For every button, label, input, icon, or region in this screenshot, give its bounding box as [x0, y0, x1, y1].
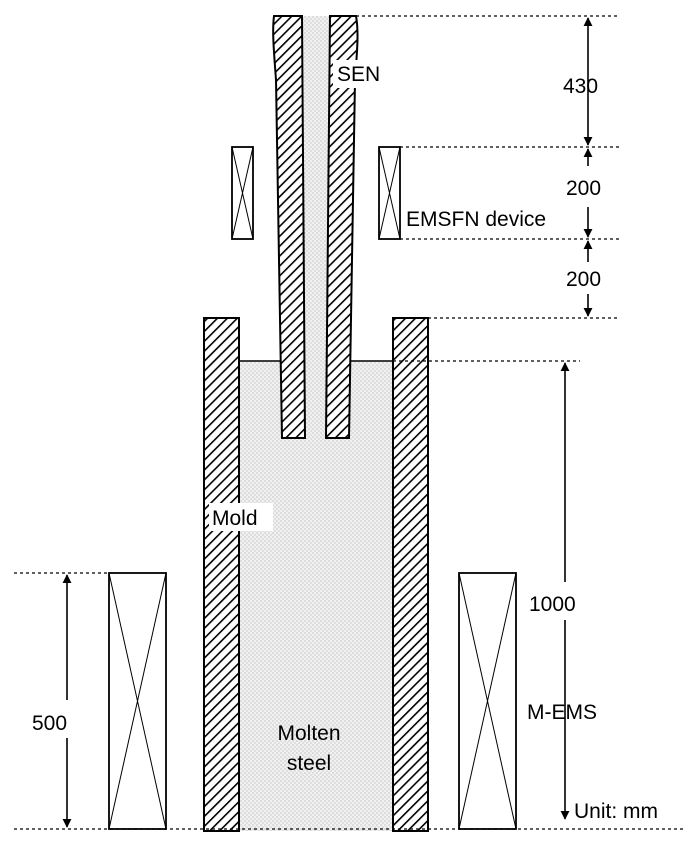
dim-label-430: 430 [563, 75, 598, 98]
mold-label-backing [209, 503, 273, 531]
sen-label-backing [333, 60, 405, 88]
dim-label-200-upper: 200 [566, 177, 601, 200]
dim-label-1000: 1000 [529, 593, 576, 616]
sen-bore-stream [302, 16, 330, 438]
m-ems-coil-right [458, 572, 517, 830]
dim-label-200-lower: 200 [566, 268, 601, 291]
emsfn-coil-left [231, 146, 254, 240]
mold-right-wall [392, 317, 429, 832]
unit-label: Unit: mm [574, 800, 658, 823]
dim-label-500: 500 [32, 712, 67, 735]
emsfn-device-label: EMSFN device [406, 208, 546, 231]
emsfn-coil-right [378, 146, 401, 240]
emsfn-label-backing [403, 205, 581, 233]
molten-steel-label-line1: Molten [277, 722, 340, 745]
sen-right-wall [324, 15, 359, 439]
sen-left-wall [272, 15, 307, 439]
molten-steel-pool [239, 361, 393, 831]
sen-label: SEN [337, 63, 380, 86]
m-ems-label: M-EMS [527, 701, 597, 724]
mold-label: Mold [212, 507, 258, 530]
mold-left-wall [203, 317, 240, 832]
m-ems-coil-left [108, 572, 167, 830]
molten-steel-label-line2: steel [287, 752, 331, 775]
